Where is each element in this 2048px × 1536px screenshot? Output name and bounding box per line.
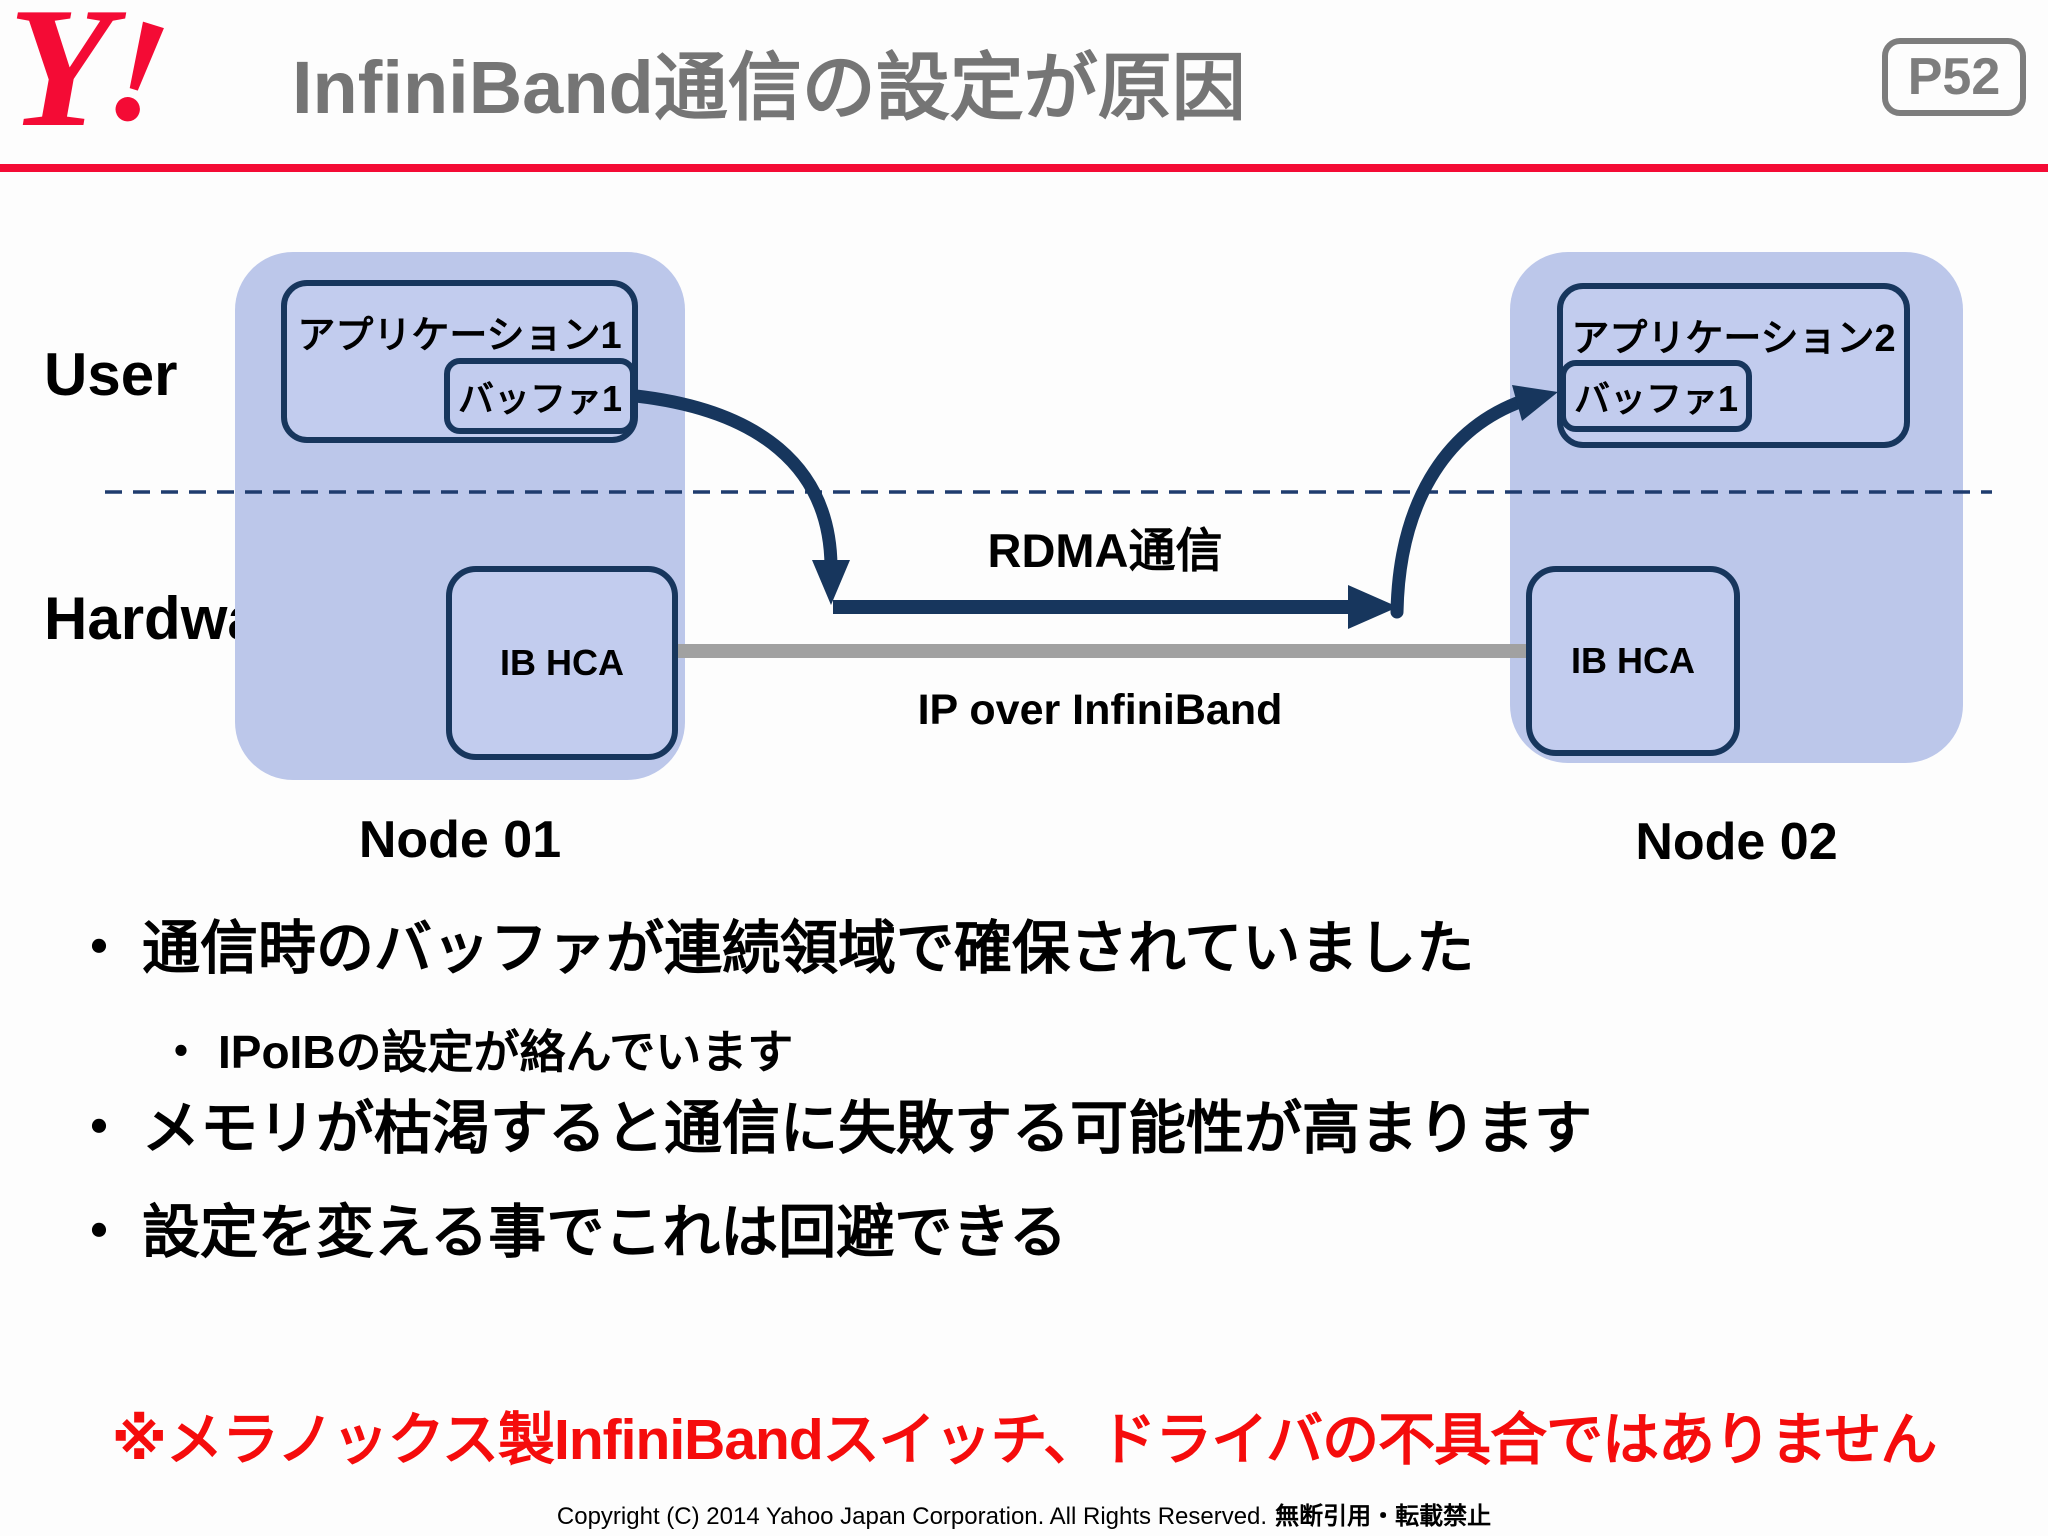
warning-note: ※メラノックス製InfiniBandスイッチ、ドライバの不具合ではありません — [111, 1408, 1938, 1472]
logo-exclamation-glyph: ! — [91, 0, 188, 158]
node2-caption: Node 02 — [1635, 813, 1838, 871]
footer-copyright: Copyright (C) 2014 Yahoo Japan Corporati… — [0, 1496, 2048, 1531]
bullet-text: 通信時のバッファが連続領域で確保されていました — [142, 916, 1475, 981]
node1-caption: Node 01 — [358, 811, 562, 869]
node2-ib-hca-box: IB HCA — [1526, 566, 1740, 756]
rdma-arrowhead — [1348, 585, 1398, 629]
bullet-item-1: ・通信時のバッファが連続領域で確保されていました — [70, 916, 1474, 983]
header-divider-rule — [0, 164, 2048, 172]
page-number-badge: P52 — [1882, 38, 2026, 116]
bullet-text: 設定を変える事でこれは回避できる — [142, 1200, 1068, 1265]
user-layer-label: User — [44, 341, 178, 408]
slide-title: InfiniBand通信の設定が原因 — [292, 46, 1246, 129]
copyright-text: Copyright (C) 2014 Yahoo Japan Corporati… — [556, 1503, 1268, 1530]
reproduction-notice: 無断引用・転載禁止 — [1275, 1503, 1492, 1530]
node1-buffer-box: バッファ1 — [444, 358, 636, 434]
logo-y-glyph: Y — [8, 0, 113, 163]
bullet-text: IPoIBの設定が絡んでいます — [218, 1026, 794, 1078]
node1-ib-hca-box: IB HCA — [446, 566, 678, 760]
ip-over-infiniband-label: IP over InfiniBand — [917, 686, 1283, 734]
bullet-marker: ・ — [70, 1096, 129, 1161]
node2-buffer-box: バッファ1 — [1560, 360, 1752, 432]
bullet-item-3: ・設定を変える事でこれは回避できる — [70, 1200, 1067, 1267]
bullet-item-2: ・メモリが枯渇すると通信に失敗する可能性が高まります — [70, 1096, 1592, 1163]
buffer1-arrowhead — [812, 560, 850, 605]
bullet-marker: ・ — [70, 916, 129, 981]
bullet-marker: ・ — [158, 1026, 204, 1078]
rdma-to-buffer2-arrow — [1390, 396, 1524, 619]
bullet-text: メモリが枯渇すると通信に失敗する可能性が高まります — [142, 1096, 1593, 1161]
bullet-marker: ・ — [70, 1200, 129, 1265]
bullet-item-1-sub: ・ IPoIBの設定が絡んでいます — [158, 1026, 793, 1079]
rdma-communication-label: RDMA通信 — [987, 524, 1223, 577]
yahoo-japan-logo-icon: Y! — [8, 0, 268, 163]
